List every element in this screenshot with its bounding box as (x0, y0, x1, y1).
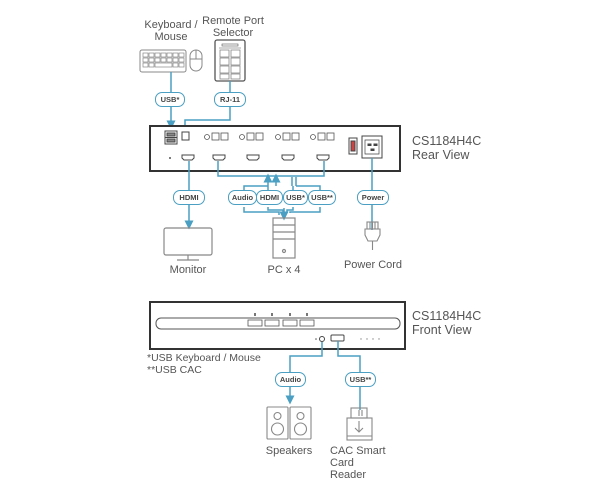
cable-usb-front: USB** (345, 372, 376, 387)
usb-port-stack (164, 130, 178, 145)
power-inlet (361, 135, 383, 159)
cable-usb-pc: USB* (283, 190, 308, 205)
pc-tower-icon (272, 217, 296, 259)
cable-rj11: RJ-11 (214, 92, 246, 107)
cable-power: Power (357, 190, 389, 205)
hdmi-ports (181, 154, 330, 161)
cable-audio-front: Audio (275, 372, 306, 387)
speakers-label: Speakers (265, 445, 313, 457)
front-view-label: Front View (412, 323, 472, 337)
pc-label: PC x 4 (267, 264, 301, 276)
front-panel (149, 301, 406, 350)
cac-reader-icon (346, 407, 373, 441)
power-cord-label: Power Cord (343, 259, 403, 271)
cable-usb-kb: USB* (155, 92, 185, 107)
footnote-usb-cac: **USB CAC (147, 364, 202, 376)
front-model: CS1184H4C (412, 309, 482, 323)
speakers-icon (266, 406, 312, 440)
footnote-usb-kb: *USB Keyboard / Mouse (147, 352, 261, 364)
cable-audio-pc: Audio (228, 190, 257, 205)
rear-view-label: Rear View (412, 148, 470, 162)
front-usb-port (330, 334, 345, 342)
rear-panel (149, 125, 401, 172)
cable-hdmi-pc: HDMI (256, 190, 283, 205)
cable-hdmi-monitor: HDMI (173, 190, 205, 205)
rj11-port (181, 131, 190, 141)
pc-port-groups (204, 132, 335, 141)
port-selection-buttons (247, 319, 315, 327)
cable-usbcac-pc: USB** (308, 190, 336, 205)
remote-port-selector-icon (214, 39, 246, 82)
keyboard-icon (139, 49, 187, 73)
rear-model: CS1184H4C (412, 134, 482, 148)
port-leds (254, 313, 308, 316)
cac-reader-label: CAC Smart Card Reader (330, 445, 386, 481)
rear-view-title: CS1184H4C Rear View (412, 134, 481, 162)
power-switch (348, 137, 358, 155)
front-view-title: CS1184H4C Front View (412, 309, 481, 337)
monitor-icon (163, 227, 213, 261)
mouse-icon (189, 49, 203, 72)
keyboard-mouse-label: Keyboard / Mouse (144, 19, 198, 43)
monitor-label: Monitor (169, 264, 207, 276)
remote-port-selector-label: Remote Port Selector (202, 15, 264, 39)
power-cord-icon (364, 221, 381, 250)
footnotes: *USB Keyboard / Mouse **USB CAC (147, 352, 261, 376)
